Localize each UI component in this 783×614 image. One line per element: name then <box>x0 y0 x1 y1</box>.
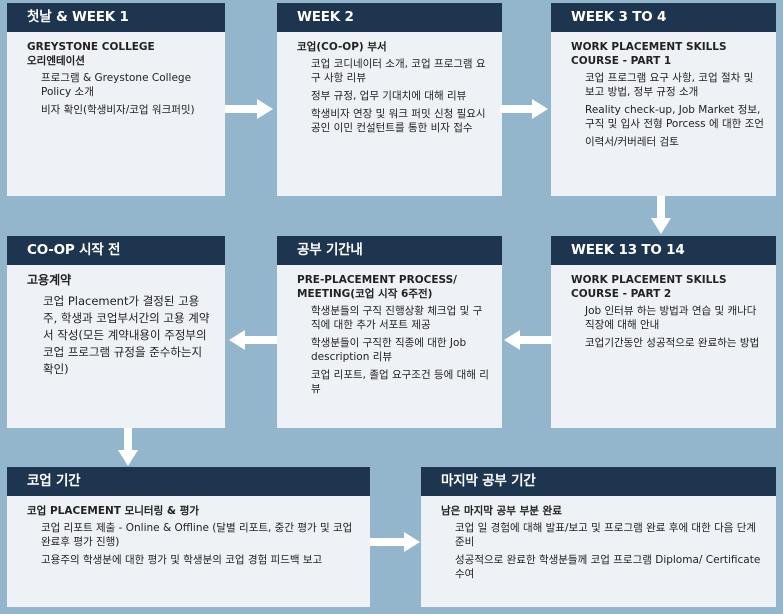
box-item: 코업기간동안 성공적으로 완료하는 방법 <box>585 337 760 349</box>
arrow-right-1 <box>225 99 273 119</box>
box-item: 코업 리포트 제출 - Online & Offline (달별 리포트, 중간… <box>41 522 353 548</box>
box-item: 코업 일 경험에 대해 발표/보고 및 프로그램 완료 후에 대한 다음 단계 … <box>455 522 757 548</box>
box-title: WEEK 13 TO 14 <box>551 236 776 265</box>
box-item: 학생분들의 구직 진행상황 체크업 및 구직에 대한 추가 서포트 제공 <box>311 305 483 331</box>
arrow-down-2 <box>118 428 138 466</box>
box-title: 공부 기간내 <box>277 236 502 265</box>
arrow-left-2 <box>229 330 277 350</box>
box-title: 마지막 공부 기간 <box>421 467 776 496</box>
box-subtitle: 코업 PLACEMENT 모니터링 & 평가 <box>27 505 200 517</box>
box-item: Job 인터뷰 하는 방법과 연습 및 캐나다 직장에 대해 안내 <box>585 305 757 331</box>
box-item: 고용주의 학생분에 대한 평가 및 학생분의 코업 경험 피드백 보고 <box>41 554 323 566</box>
box-subtitle: WORK PLACEMENT SKILLS COURSE - PART 1 <box>571 41 727 67</box>
box-study-period: 공부 기간내 PRE-PLACEMENT PROCESS/ MEETING(코업 … <box>277 236 502 428</box>
box-item: 코업 코디네이터 소개, 코업 프로그램 요구 사항 리뷰 <box>311 58 486 84</box>
box-title: WEEK 2 <box>277 3 502 32</box>
arrow-down-1 <box>651 196 671 234</box>
box-subtitle: 코업(CO-OP) 부서 <box>297 41 387 53</box>
box-item: 코업 Placement가 결정된 고용주, 학생과 코업부서간의 고용 계약서… <box>43 294 210 376</box>
box-week-3-4: WEEK 3 TO 4 WORK PLACEMENT SKILLS COURSE … <box>551 3 776 196</box>
box-item: 코업 리포트, 졸업 요구조건 등에 대해 리뷰 <box>311 369 489 395</box>
box-title: 첫날 & WEEK 1 <box>7 3 225 32</box>
box-item: 정부 규정, 업무 기대치에 대해 리뷰 <box>311 90 467 102</box>
arrow-right-2 <box>500 99 548 119</box>
box-item: 프로그램 & Greystone College Policy 소개 <box>41 72 192 98</box>
box-item: Reality check-up, Job Market 정보, 구직 및 입사… <box>585 104 764 130</box>
box-title: CO-OP 시작 전 <box>7 236 225 265</box>
box-item: 학생비자 연장 및 워크 퍼밋 신청 필요시 공인 이민 컨설턴트를 통한 비자… <box>311 108 486 134</box>
arrow-right-3 <box>370 532 420 552</box>
box-item: 이력서/커버레터 검토 <box>585 136 679 148</box>
box-title: WEEK 3 TO 4 <box>551 3 776 32</box>
box-item: 학생분들이 구직한 직종에 대한 Job description 리뷰 <box>311 337 467 363</box>
box-week-13-14: WEEK 13 TO 14 WORK PLACEMENT SKILLS COURS… <box>551 236 776 428</box>
box-item: 성공적으로 완료한 학생분들께 코업 프로그램 Diploma/ Certifi… <box>455 554 761 580</box>
box-subtitle: GREYSTONE COLLEGE 오리엔테이션 <box>27 41 155 67</box>
box-subtitle: WORK PLACEMENT SKILLS COURSE - PART 2 <box>571 274 727 300</box>
box-item: 코업 프로그램 요구 사항, 코업 절차 및 보고 방법, 정부 규정 소개 <box>585 72 754 98</box>
box-title: 코업 기간 <box>7 467 370 496</box>
box-subtitle: PRE-PLACEMENT PROCESS/ MEETING(코업 시작 6주전… <box>297 274 458 300</box>
arrow-left-1 <box>504 330 552 350</box>
box-subtitle: 고용계약 <box>27 273 72 287</box>
box-subtitle: 남은 마지막 공부 부분 완료 <box>441 505 562 517</box>
box-item: 비자 확인(학생비자/코업 워크퍼밋) <box>41 104 195 116</box>
